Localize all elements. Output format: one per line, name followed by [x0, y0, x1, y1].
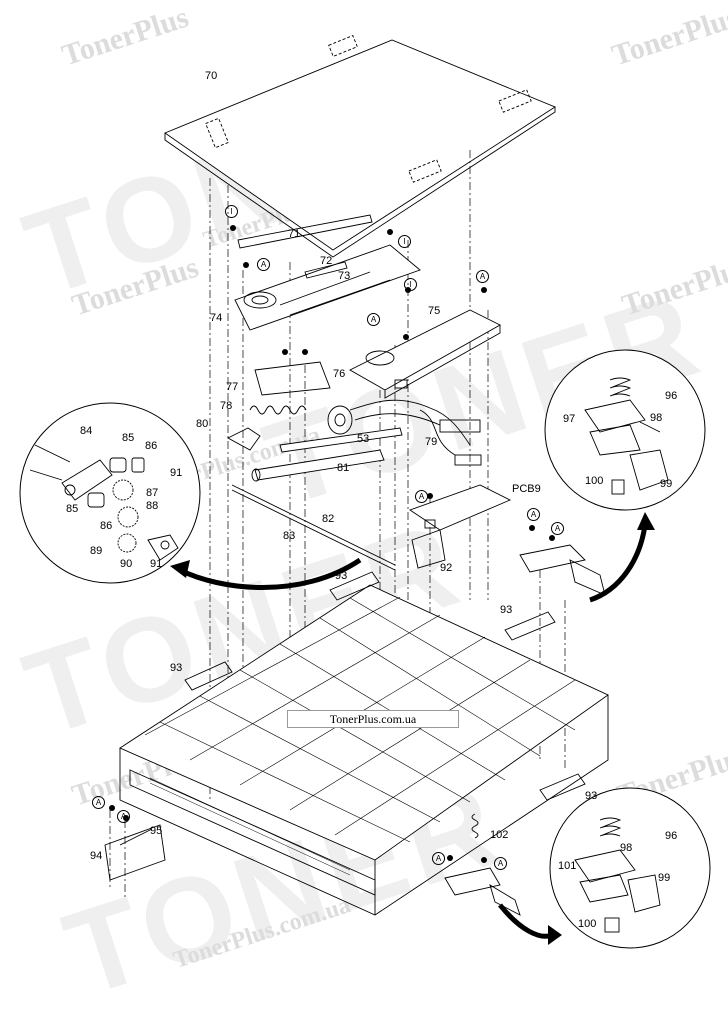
pad-73 [304, 261, 348, 279]
callout-91-top: 91 [170, 467, 183, 479]
callout-88: 88 [146, 500, 159, 512]
callout-71: 71 [288, 228, 301, 240]
callout-100-top: 100 [585, 475, 604, 487]
callout-99-bottom: 99 [658, 872, 671, 884]
lever-80 [227, 427, 261, 451]
detail-circle-right-bottom [549, 787, 711, 949]
callout-70: 70 [205, 70, 218, 82]
arrow-left-detail [178, 557, 362, 590]
pad-93-left [184, 661, 233, 691]
callout-87: 87 [146, 487, 159, 499]
pad-93-bottom [539, 773, 586, 801]
gear-88 [117, 506, 139, 528]
callout-101: 101 [558, 860, 577, 872]
callout-98-top: 98 [650, 412, 663, 424]
callout-85-top: 85 [122, 432, 135, 444]
marker-a-10: A [494, 857, 507, 870]
callout-93-right: 93 [500, 604, 513, 616]
callout-83: 83 [283, 530, 296, 542]
callout-86-bottom: 86 [100, 520, 113, 532]
callout-94: 94 [90, 850, 103, 862]
callout-layer: 70 71 72 73 74 75 76 77 78 79 80 81 82 8… [66, 70, 678, 930]
callout-92: 92 [440, 562, 453, 574]
guide-94 [104, 824, 166, 881]
callout-93-mid: 93 [335, 570, 348, 582]
callout-96-bottom: 96 [665, 830, 678, 842]
site-banner: TonerPlus.com.ua [287, 710, 459, 728]
marker-a-1: A [257, 258, 270, 271]
gear-89 [117, 533, 137, 553]
marker-a-3: A [367, 313, 380, 326]
callout-96-top: 96 [665, 390, 678, 402]
pad-93-mid [329, 571, 380, 601]
marker-a-5: A [527, 508, 540, 521]
callout-85-bottom: 85 [66, 503, 79, 515]
callout-89: 89 [90, 545, 103, 557]
callout-97: 97 [563, 413, 576, 425]
pcb9-board [409, 484, 512, 531]
callout-78: 78 [220, 400, 233, 412]
gear-87 [112, 479, 134, 501]
callout-102: 102 [490, 829, 509, 841]
callout-76: 76 [333, 368, 346, 380]
arrow-right-top [589, 524, 648, 603]
roller-81 [254, 449, 385, 481]
marker-a-8: A [117, 810, 130, 823]
callout-81: 81 [337, 462, 350, 474]
marker-a-7: A [92, 796, 105, 809]
callout-91-bottom: 91 [150, 558, 163, 570]
callout-99-top: 99 [660, 478, 673, 490]
callout-pcb9: PCB9 [512, 483, 541, 495]
callout-82: 82 [322, 513, 335, 525]
callout-77: 77 [226, 381, 239, 393]
callout-95: 95 [150, 825, 163, 837]
callout-72: 72 [320, 255, 333, 267]
callout-73: 73 [338, 270, 351, 282]
spring-78 [249, 405, 307, 415]
callout-53: 53 [357, 433, 370, 445]
marker-a-6: A [551, 522, 564, 535]
callout-100-bottom: 100 [578, 918, 597, 930]
marker-a-4: A [415, 490, 428, 503]
spring-96-bottom [599, 817, 622, 837]
callout-93-bottom: 93 [585, 790, 598, 802]
marker-a-9: A [432, 852, 445, 865]
marker-i-3: I [404, 278, 417, 291]
callout-90: 90 [120, 558, 133, 570]
callout-84: 84 [80, 425, 93, 437]
marker-a-2: A [476, 270, 489, 283]
callout-79: 79 [425, 436, 438, 448]
callout-74: 74 [210, 312, 223, 324]
marker-i-1: I [225, 205, 238, 218]
pad-93-right [504, 611, 556, 641]
marker-i-2: I [398, 235, 411, 248]
callout-80: 80 [196, 418, 209, 430]
callout-75: 75 [428, 305, 441, 317]
spring-96-top [609, 377, 632, 397]
callout-98-bottom: 98 [620, 842, 633, 854]
callout-93-left: 93 [170, 662, 183, 674]
callout-86-top: 86 [145, 440, 158, 452]
